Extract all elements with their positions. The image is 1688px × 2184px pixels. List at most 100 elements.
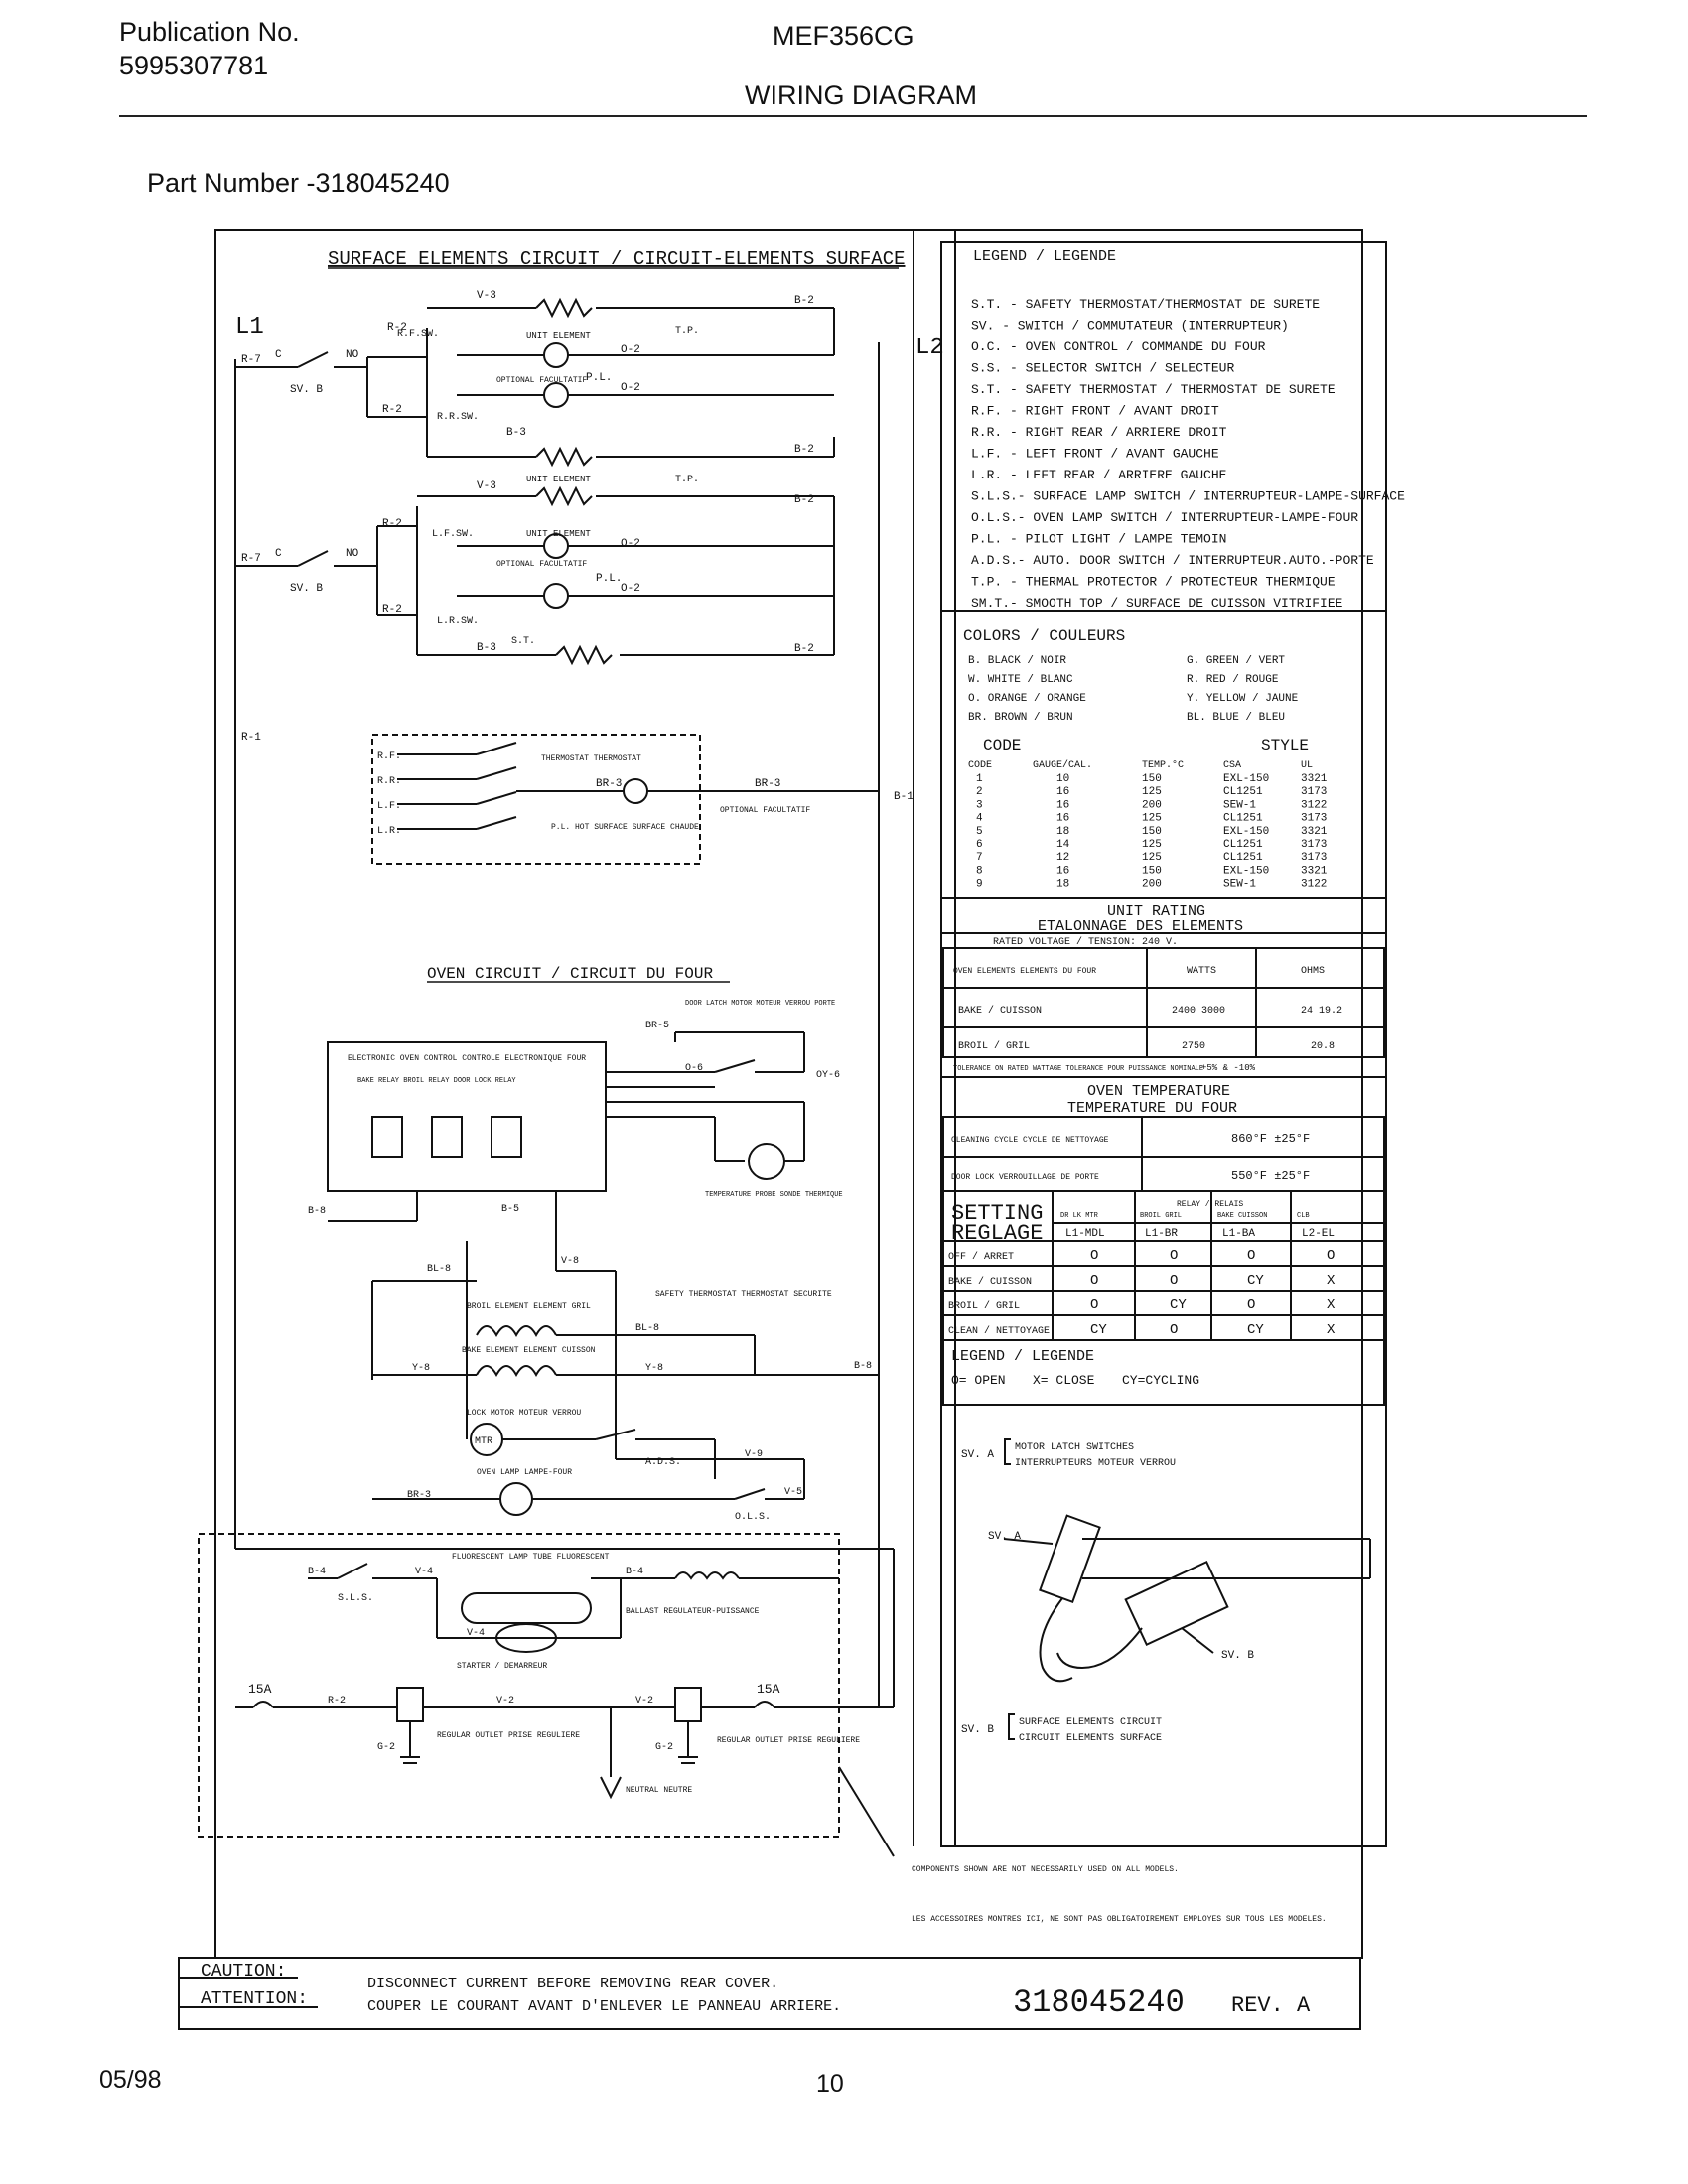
unit-rating-header-watts: WATTS — [1187, 966, 1216, 977]
wire-v2-2: V-2 — [635, 1696, 653, 1706]
wire-r7-2: R-7 — [241, 553, 261, 565]
publication-number: 5995307781 — [119, 51, 269, 80]
publication-label: Publication No. — [119, 17, 300, 47]
label-fuse-right: 15A — [757, 1682, 780, 1697]
terminal-no-2: NO — [346, 548, 359, 560]
wire-v4-2: V-4 — [467, 1628, 485, 1639]
wire-b2-4: B-2 — [794, 643, 814, 655]
cleaning-cycle-value: 860°F ±25°F — [1231, 1132, 1310, 1146]
line1-label: L1 — [235, 314, 264, 341]
switch-label-rr: R.R. — [377, 776, 401, 787]
code-table-header: CODE — [968, 760, 992, 771]
footer-date: 05/98 — [99, 2066, 162, 2094]
settings-cell: O — [1170, 1248, 1178, 1264]
label-fluorescent-lamp: FLUORESCENT LAMP TUBE FLUORESCENT — [452, 1553, 610, 1562]
settings-cell: O — [1247, 1248, 1255, 1264]
wire-r2-4: R-2 — [382, 604, 402, 615]
surface-circuit-title: SURFACE ELEMENTS CIRCUIT / CIRCUIT-ELEME… — [328, 248, 906, 270]
legend-title: LEGEND / LEGENDE — [973, 248, 1116, 265]
code-table-cell: 16 — [1056, 865, 1069, 877]
wire-r2-3: R-2 — [382, 518, 402, 530]
wire-bl8-2: BL-8 — [635, 1323, 659, 1334]
color-item: G. GREEN / VERT — [1187, 655, 1285, 667]
label-optional-1: OPTIONAL FACULTATIF — [496, 376, 587, 385]
label-sv-b-bottom: SV. B — [290, 583, 323, 595]
settings-cell: O — [1247, 1297, 1255, 1313]
unit-rating-bake-ohms: 24 19.2 — [1301, 1006, 1342, 1017]
code-label: CODE — [983, 737, 1021, 754]
label-lf-switch: L.F.SW. — [432, 529, 474, 540]
setting-title-en: SETTING — [951, 1201, 1043, 1226]
label-optional-2: OPTIONAL FACULTATIF — [496, 560, 587, 569]
code-table-cell: 3122 — [1301, 799, 1327, 811]
label-thermostat: THERMOSTAT THERMOSTAT — [541, 754, 641, 763]
label-rf-switch: R.F.SW. — [397, 329, 439, 340]
code-table-cell: 14 — [1056, 839, 1070, 851]
label-door-latch-motor: DOOR LATCH MOTOR MOTEUR VERROU PORTE — [685, 1000, 835, 1008]
legend-list: S.T. - SAFETY THERMOSTAT/THERMOSTAT DE S… — [971, 297, 1405, 611]
wire-b8-1: B-8 — [308, 1206, 326, 1217]
wire-g2-1: G-2 — [377, 1742, 395, 1753]
settings-cell: O — [1327, 1248, 1335, 1264]
label-fuse-left: 15A — [248, 1682, 272, 1697]
document-number: 318045240 — [1013, 1984, 1185, 2021]
legend-item: O.C. - OVEN CONTROL / COMMANDE DU FOUR — [971, 340, 1266, 354]
label-temperature-probe: TEMPERATURE PROBE SONDE THERMIQUE — [705, 1191, 843, 1199]
tolerance-label: TOLERANCE ON RATED WATTAGE TOLERANCE POU… — [953, 1065, 1203, 1073]
wire-r2-1: R-2 — [387, 322, 407, 334]
settings-legend-title: LEGEND / LEGENDE — [951, 1348, 1094, 1365]
code-table-cell: 7 — [976, 852, 983, 864]
code-table-cell: SEW-1 — [1223, 879, 1256, 890]
label-motor: MTR — [475, 1436, 492, 1447]
label-unit-element-2: UNIT ELEMENT — [526, 475, 591, 484]
label-unit-element-1: UNIT ELEMENT — [526, 331, 591, 341]
wire-b3-1: B-3 — [506, 427, 526, 439]
unit-rating-broil-watts: 2750 — [1182, 1041, 1205, 1052]
tolerance-value: +5% & -10% — [1201, 1063, 1256, 1073]
colors-title: COLORS / COULEURS — [963, 627, 1125, 645]
settings-cell: X — [1327, 1322, 1336, 1338]
code-table-cell: 3173 — [1301, 839, 1327, 851]
wire-o2-4: O-2 — [621, 583, 640, 595]
code-table-cell: 4 — [976, 813, 983, 825]
wire-b8-2: B-8 — [854, 1361, 872, 1372]
caution-text-fr: COUPER LE COURANT AVANT D'ENLEVER LE PAN… — [367, 1998, 841, 2015]
legend-item: L.F. - LEFT FRONT / AVANT GAUCHE — [971, 447, 1219, 462]
settings-cell: X — [1327, 1297, 1336, 1313]
legend-item: SV. - SWITCH / COMMUTATEUR (INTERRUPTEUR… — [971, 319, 1289, 334]
style-label: STYLE — [1261, 737, 1309, 754]
code-table-cell: 125 — [1142, 852, 1162, 864]
label-pl-hot-surface: P.L. HOT SURFACE SURFACE CHAUDE — [551, 823, 699, 832]
label-oven-lamp: OVEN LAMP LAMPE-FOUR — [477, 1468, 572, 1477]
relay-label: RELAY / RELAIS — [1177, 1200, 1243, 1209]
code-table-cell: 6 — [976, 839, 983, 851]
label-lr-switch: L.R.SW. — [437, 616, 479, 627]
color-item: Y. YELLOW / JAUNE — [1187, 693, 1299, 705]
wire-v3-1: V-3 — [477, 290, 496, 302]
unit-rating-title-en: UNIT RATING — [1107, 903, 1205, 920]
code-table-cell: CL1251 — [1223, 839, 1263, 851]
wire-o2-1: O-2 — [621, 344, 640, 356]
code-table-header: GAUGE/CAL. — [1033, 759, 1092, 771]
wire-br5: BR-5 — [645, 1021, 669, 1031]
wire-v4-1: V-4 — [415, 1567, 433, 1577]
settings-cell: O — [1170, 1322, 1178, 1338]
code-table-header: CSA — [1223, 760, 1241, 771]
wire-b5: B-5 — [501, 1204, 519, 1215]
wire-o6: O-6 — [685, 1063, 703, 1074]
code-table-cell: 3173 — [1301, 852, 1327, 864]
settings-header: L1-BR — [1145, 1228, 1178, 1240]
label-optional-3: OPTIONAL FACULTATIF — [720, 806, 810, 815]
label-tp-2: T.P. — [675, 475, 699, 485]
legend-item: T.P. - THERMAL PROTECTOR / PROTECTEUR TH… — [971, 575, 1336, 590]
settings-header: L1-BA — [1222, 1228, 1255, 1240]
code-table-cell: 3321 — [1301, 773, 1328, 785]
label-safety-thermostat-oven: SAFETY THERMOSTAT THERMOSTAT SECURITE — [655, 1290, 832, 1298]
wire-b3-2: B-3 — [477, 642, 496, 654]
code-table-cell: EXL-150 — [1223, 773, 1269, 785]
wire-oy6: OY-6 — [816, 1070, 840, 1081]
oven-circuit-title: OVEN CIRCUIT / CIRCUIT DU FOUR — [427, 965, 713, 983]
wire-r7-1: R-7 — [241, 354, 261, 366]
wire-b1: B-1 — [894, 791, 914, 803]
